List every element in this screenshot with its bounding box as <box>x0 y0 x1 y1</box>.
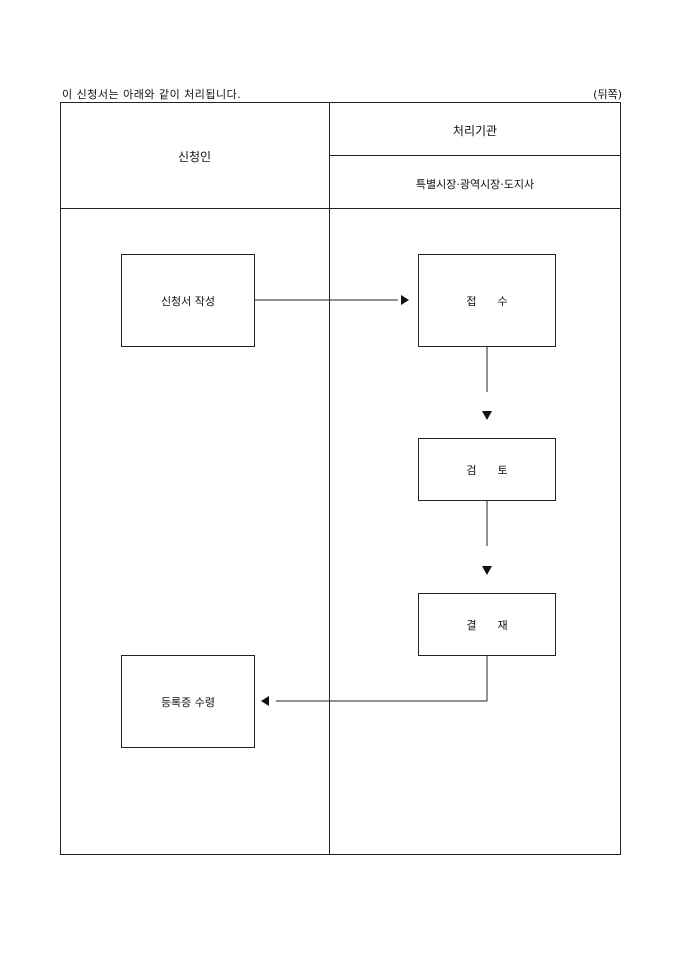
intro-text: 이 신청서는 아래와 같이 처리됩니다. <box>62 88 242 101</box>
column-divider <box>329 102 330 855</box>
step-write-application: 신청서 작성 <box>121 254 255 347</box>
arrow-down-icon <box>482 411 492 420</box>
flow-table <box>60 102 621 855</box>
step-collect-label: 등록증 수령 <box>160 695 216 709</box>
step-receive-label: 접 수 <box>466 294 508 308</box>
step-approve-label: 결 재 <box>466 618 508 632</box>
agency-subheader: 특별시장·광역시장·도지사 <box>415 178 535 191</box>
step-write-label: 신청서 작성 <box>160 294 216 308</box>
step-review: 검 토 <box>418 438 556 501</box>
step-approve: 결 재 <box>418 593 556 656</box>
step-receive: 접 수 <box>418 254 556 347</box>
page-side-label: (뒤쪽) <box>593 88 622 101</box>
applicant-column-header: 신청인 <box>177 150 212 164</box>
step-collect-certificate: 등록증 수령 <box>121 655 255 748</box>
step-review-label: 검 토 <box>466 463 508 477</box>
agency-header-divider <box>329 155 621 156</box>
agency-column-header: 처리기관 <box>452 124 498 138</box>
arrow-right-icon <box>401 295 409 305</box>
arrow-left-icon <box>261 696 269 706</box>
arrow-down-icon <box>482 566 492 575</box>
header-bottom-line <box>60 208 621 209</box>
